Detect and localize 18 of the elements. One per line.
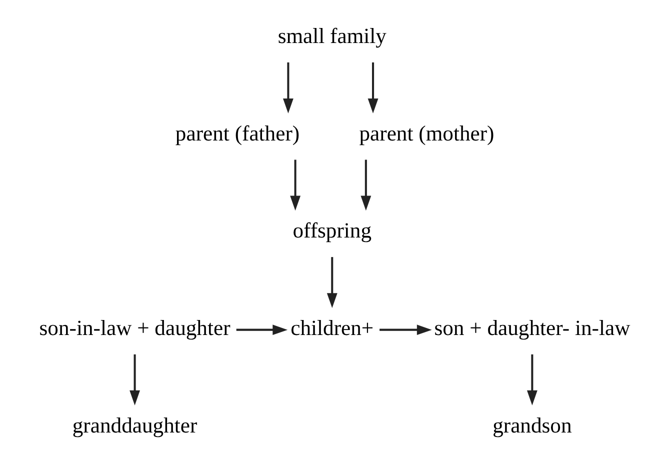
- node-text: parent (mother): [358, 121, 494, 146]
- arrow: [129, 354, 140, 406]
- node-text: small family: [277, 24, 386, 48]
- arrow: [360, 160, 371, 211]
- node-text: children+: [290, 316, 374, 340]
- arrow: [367, 62, 378, 114]
- arrow: [379, 324, 432, 336]
- node-text: offspring: [292, 218, 372, 243]
- node-text: son + daughter- in-law: [434, 316, 630, 340]
- node-text: granddaughter: [72, 413, 197, 438]
- arrow: [282, 62, 293, 114]
- node-text: parent (father): [174, 121, 300, 146]
- arrow: [526, 354, 537, 406]
- node-text: son-in-law + daughter: [38, 316, 230, 340]
- node-text: grandson: [492, 413, 572, 438]
- arrow: [236, 324, 288, 336]
- arrow: [326, 257, 337, 308]
- arrow: [290, 160, 300, 211]
